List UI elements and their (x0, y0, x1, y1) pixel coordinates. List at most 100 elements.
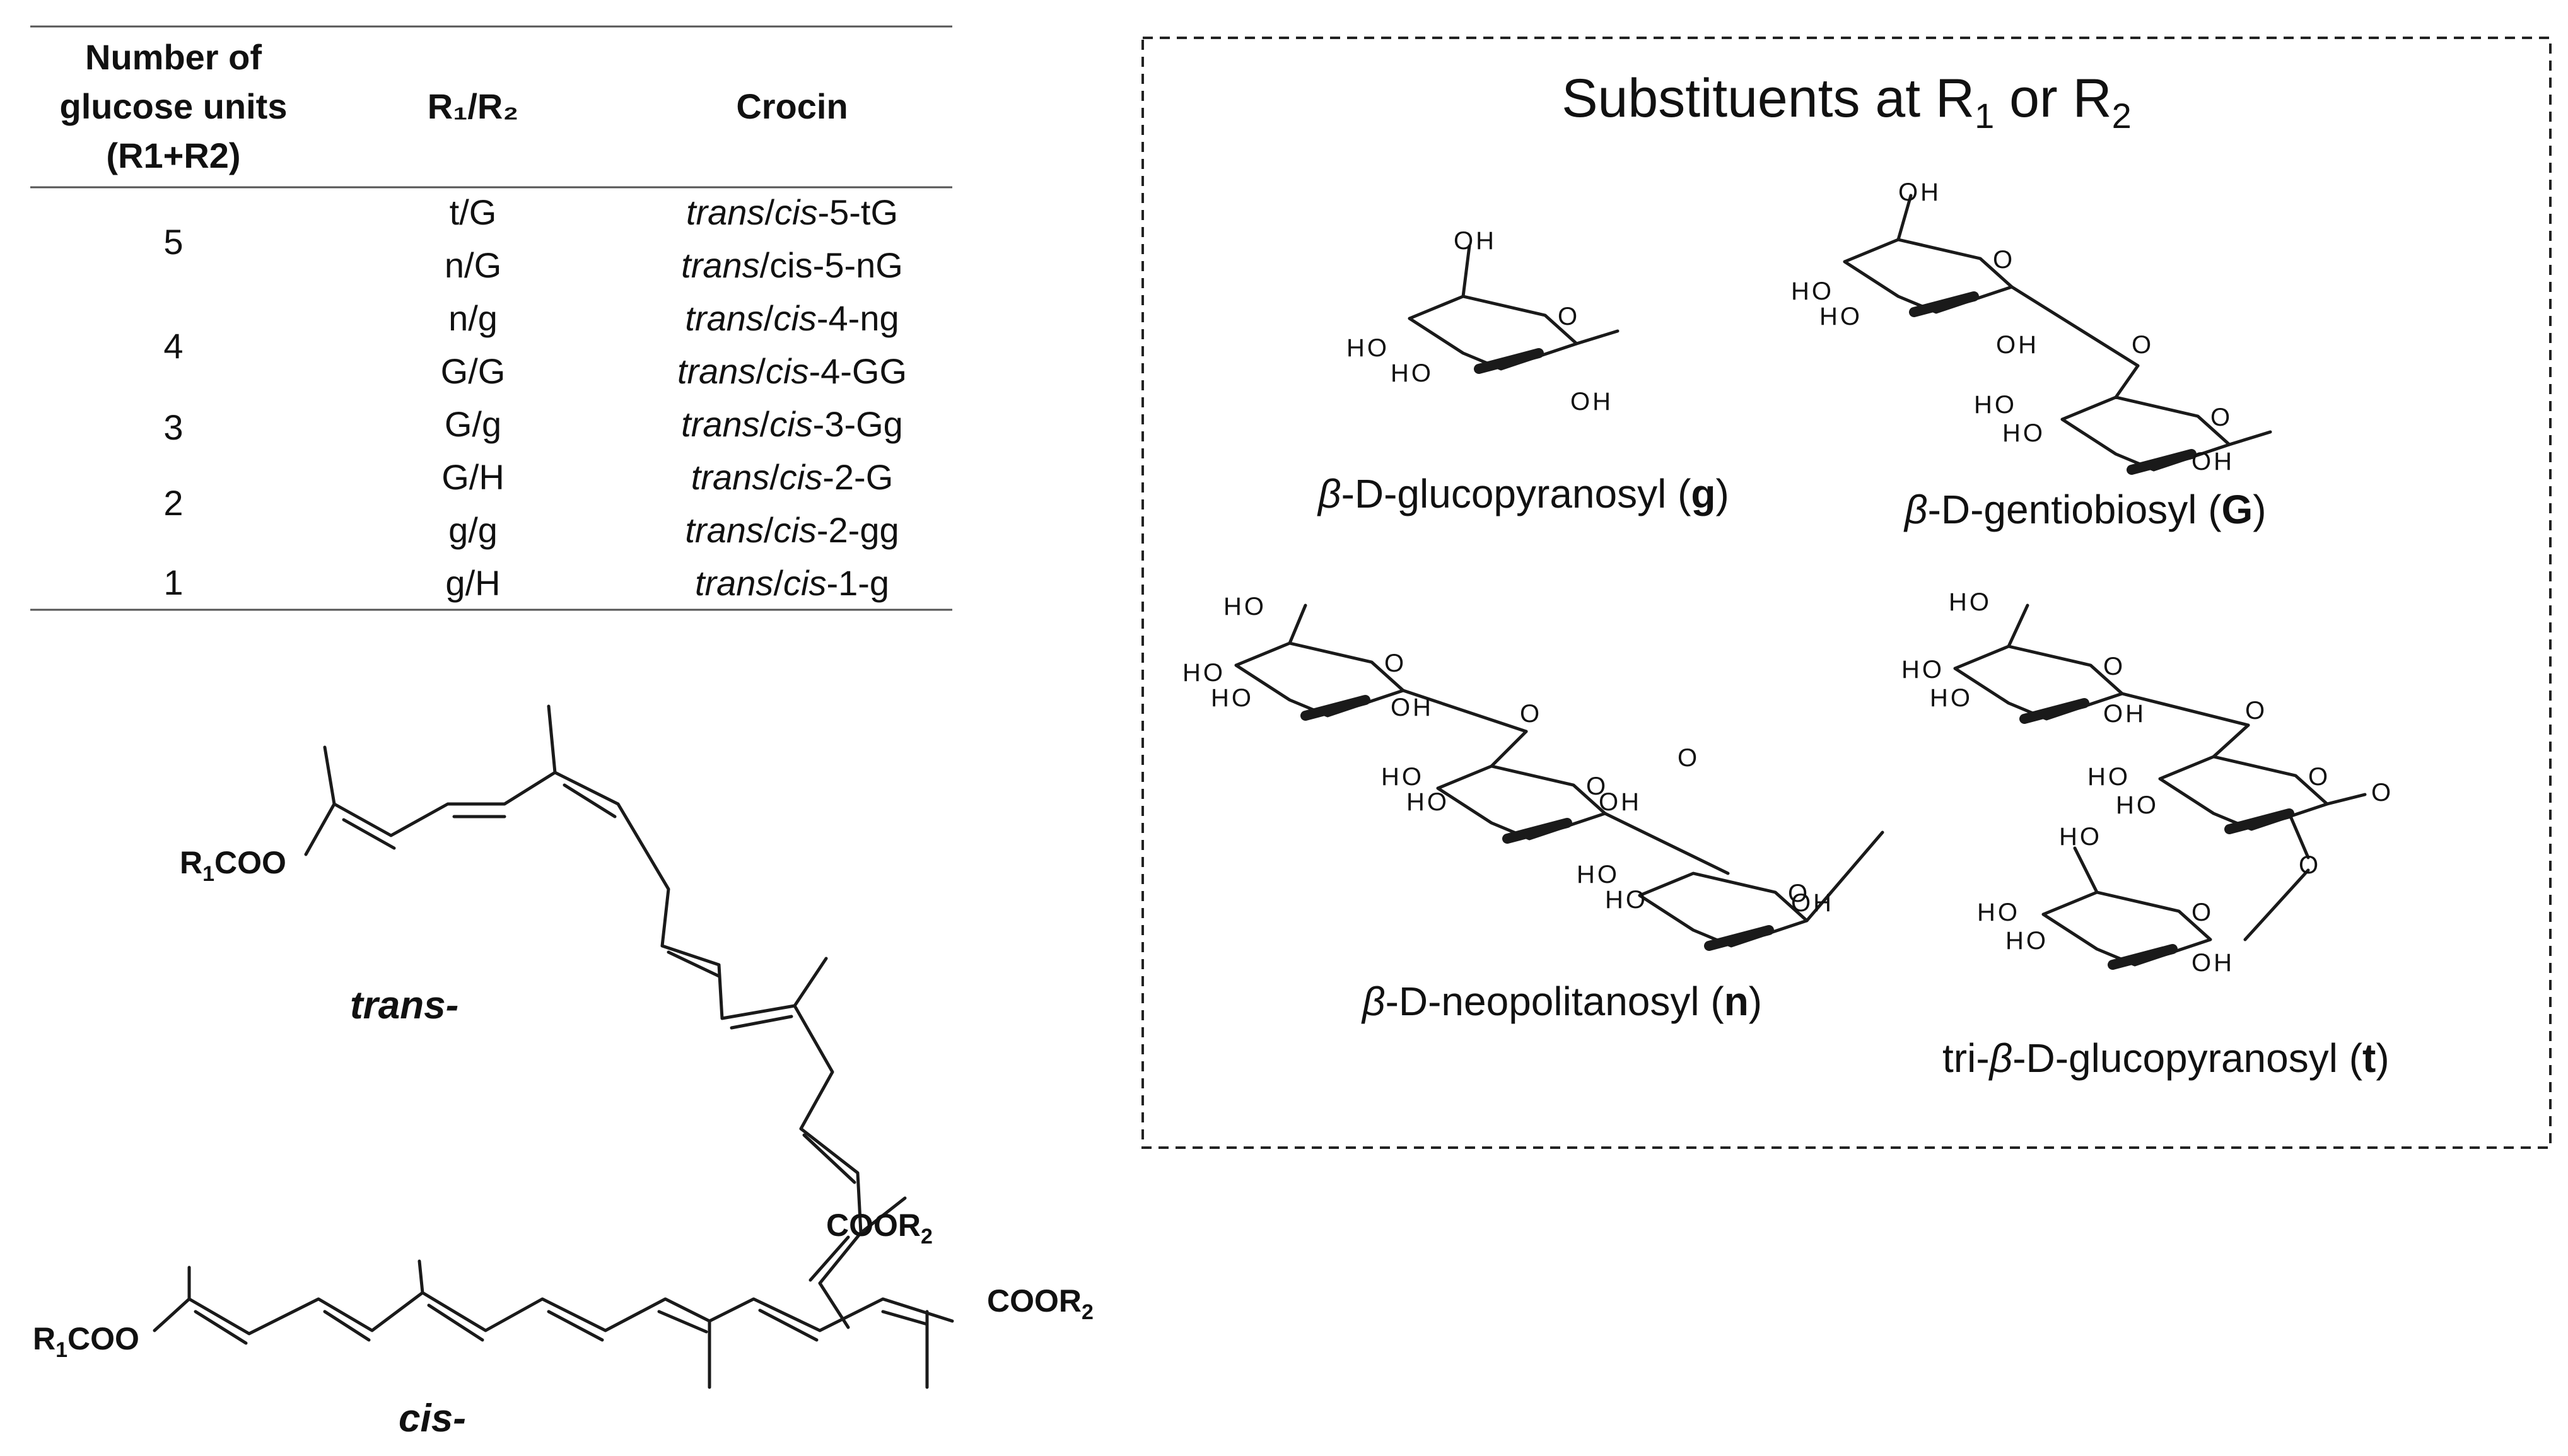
ch2-bond (2114, 364, 2140, 399)
sugar-name: -D-glucopyranosyl (2012, 1035, 2338, 1081)
crocin-code: -3-Gg (813, 404, 903, 444)
crocin-cell: trans/cis-2-G (691, 457, 894, 497)
glycosidic-bond (1401, 689, 1528, 733)
methyl-bond (417, 1259, 424, 1295)
ho-label: HO (1406, 788, 1449, 816)
cis-word: cis (773, 510, 816, 550)
pyranose-ring (1953, 644, 2124, 721)
sugar-code: g (1691, 471, 1715, 516)
cis-word: cis (773, 298, 816, 338)
ring-o-label: O (2192, 899, 2214, 926)
trans-word: trans (686, 192, 765, 232)
crocin-code: -4-GG (808, 351, 907, 391)
crocin-code: -4-ng (817, 298, 899, 338)
ho-label: HO (2087, 763, 2130, 791)
r1-r2-cell: t/G (450, 192, 497, 232)
units-cell: 3 (163, 407, 183, 447)
header-units-line2: glucose units (60, 86, 288, 126)
oh-label: OH (1454, 227, 1497, 255)
methyl-bond (793, 957, 828, 1008)
oh-label: OH (1898, 178, 1941, 206)
glycosidic-bond (2120, 692, 2250, 727)
cis-polyene-chain (153, 1291, 954, 1336)
glucopyranosyl-structure: OH O HO HO OH (1346, 227, 1620, 416)
ch2oh-bond (2007, 603, 2029, 648)
pyranose-ring (1408, 294, 1579, 371)
trans-word: trans (685, 510, 764, 550)
slash: / (773, 563, 783, 603)
double-bond (881, 1310, 929, 1326)
pyranose-ring (2041, 890, 2212, 967)
double-bond (802, 1133, 856, 1184)
ring-o-label: O (2103, 653, 2125, 680)
methyl-bond (323, 745, 336, 806)
trans-label: trans- (350, 984, 458, 1027)
panel-dashed-frame (1141, 37, 2552, 1149)
pyranose-ring (1843, 238, 2014, 314)
double-bond (427, 1303, 484, 1342)
ho-label: HO (2002, 419, 2045, 447)
sugar-label-G: β-D-gentiobiosyl (G) (1903, 487, 2267, 532)
double-bond (547, 1310, 604, 1342)
trans-word: trans (681, 245, 760, 285)
units-cell: 1 (163, 562, 183, 602)
trans-word: trans (685, 298, 764, 338)
units-cell: 2 (163, 483, 183, 523)
r1-r2-cell: G/g (445, 404, 501, 444)
ring-front-edge (2108, 944, 2178, 970)
ring-front-edge (1474, 348, 1544, 374)
crocin-table: Number of glucose units (R1+R2) R₁/R₂ Cr… (30, 25, 952, 611)
crocin-code: -5-tG (817, 192, 898, 232)
sugar-label-t: tri-β-D-glucopyranosyl (t) (1942, 1035, 2390, 1081)
crocin-cell: trans/cis-2-gg (685, 510, 899, 550)
glycosidic-bond (2243, 868, 2310, 941)
pyranose-ring (2158, 755, 2329, 831)
glycosidic-bond (1603, 812, 1730, 875)
r2-ester-label: COOR2 (826, 1208, 933, 1249)
crocin-cell: trans/cis-5-tG (686, 192, 898, 232)
ring-o-label: O (1788, 880, 1810, 907)
crocin-cell: trans/cis-4-GG (677, 351, 907, 391)
ho-label: HO (1949, 588, 1992, 616)
sugar-code: n (1724, 979, 1749, 1024)
neopolitanosyl-structure: HO O O HO HO OH O O HO HO OH O HO HO OH (1182, 593, 1884, 951)
trans-word: trans (695, 563, 774, 603)
header-units-line3: (R1+R2) (106, 136, 240, 175)
ho-label: HO (1930, 684, 1973, 712)
sugar-code: t (2362, 1035, 2376, 1081)
cis-word: cis (769, 245, 812, 285)
glycosidic-bond (2010, 285, 2140, 368)
ch2oh-bond (1896, 194, 1913, 242)
ho-label: HO (1901, 656, 1944, 684)
pyranose-ring (1436, 764, 1607, 841)
oh-label: OH (1996, 331, 2039, 359)
trans-word: trans (691, 457, 770, 497)
crocin-code: -5-nG (813, 245, 903, 285)
ring-front-edge (1502, 818, 1572, 844)
ring-front-edge (1300, 695, 1370, 721)
crocin-cell: trans/cis-4-ng (685, 298, 899, 338)
trans-crocin-structure: R1COO trans- COOR2 (180, 704, 933, 1329)
ho-label: HO (1977, 899, 2020, 926)
double-bond (808, 1235, 850, 1282)
ring-o-label: O (1558, 303, 1580, 330)
ch2-bond (2212, 723, 2250, 759)
panel-title: Substituents at R1 or R2 (1561, 68, 2132, 136)
slash: / (764, 510, 774, 550)
methyl-bond (547, 704, 557, 774)
beta-symbol: β (1361, 979, 1386, 1024)
cis-word: cis (766, 351, 808, 391)
title-sub2: 2 (2112, 96, 2132, 136)
crocin-code: -2-gg (817, 510, 899, 550)
r2-ester-label: COOR2 (987, 1283, 1094, 1324)
ch2oh-bond (2073, 846, 2099, 894)
double-bond (194, 1310, 248, 1345)
oh-label: OH (1570, 388, 1613, 416)
ring-o-label: O (1586, 772, 1608, 800)
anomeric-bond (2325, 793, 2367, 806)
ring-front-edge (2224, 808, 2294, 834)
ho-label: HO (2116, 791, 2159, 819)
sugar-name: -D-glucopyranosyl (1341, 471, 1667, 516)
cis-word: cis (779, 457, 822, 497)
